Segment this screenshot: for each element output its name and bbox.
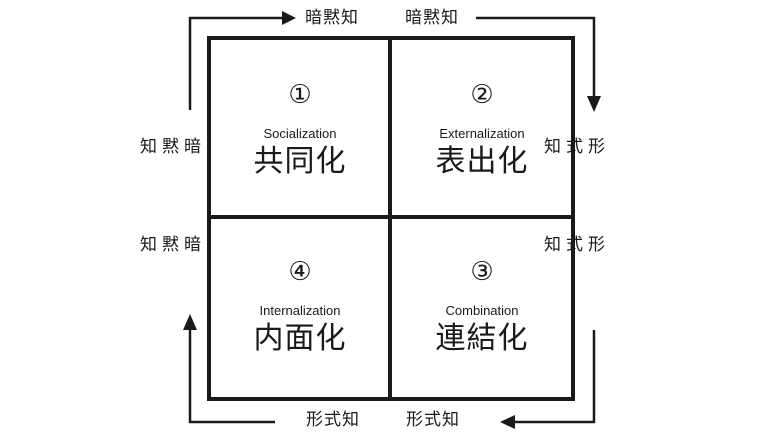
quadrant-english-label: Socialization <box>263 126 337 141</box>
arrow-right-to-bottom <box>515 330 596 424</box>
arrowhead-down <box>587 96 601 112</box>
quadrant-japanese-label: 表出化 <box>435 144 529 179</box>
label-bottom-left: 形式知 <box>306 410 360 430</box>
quadrant-japanese-label: 共同化 <box>253 144 347 179</box>
quadrant-number: ③ <box>470 257 494 287</box>
matrix-horizontal-divider <box>207 215 575 219</box>
arrowhead-left <box>500 415 515 429</box>
quadrant-english-label: Combination <box>445 303 519 318</box>
quadrant-english-label: Internalization <box>259 303 341 318</box>
label-left-bottom: 暗黙知 <box>136 235 200 252</box>
quadrant-externalization: ② Externalization 表出化 <box>392 80 572 180</box>
quadrant-socialization: ① Socialization 共同化 <box>210 80 390 180</box>
label-right-bottom: 形式知 <box>540 235 604 252</box>
arrowhead-right <box>282 11 296 25</box>
quadrant-internalization: ④ Internalization 内面化 <box>210 257 390 357</box>
quadrant-number: ② <box>470 80 494 110</box>
label-top-right: 暗黙知 <box>405 8 459 28</box>
arrow-left-to-top <box>188 16 282 110</box>
arrow-top-to-right <box>476 16 596 96</box>
arrowhead-up <box>183 314 197 330</box>
label-bottom-right: 形式知 <box>406 410 460 430</box>
quadrant-japanese-label: 内面化 <box>253 321 347 356</box>
label-top-left: 暗黙知 <box>305 8 359 28</box>
quadrant-number: ① <box>288 80 312 110</box>
quadrant-number: ④ <box>288 257 312 287</box>
quadrant-japanese-label: 連結化 <box>435 321 529 356</box>
quadrant-english-label: Externalization <box>439 126 525 141</box>
arrow-bottom-to-left <box>188 330 275 424</box>
quadrant-combination: ③ Combination 連結化 <box>392 257 572 357</box>
label-left-top: 暗黙知 <box>136 137 200 154</box>
label-right-top: 形式知 <box>540 137 604 154</box>
